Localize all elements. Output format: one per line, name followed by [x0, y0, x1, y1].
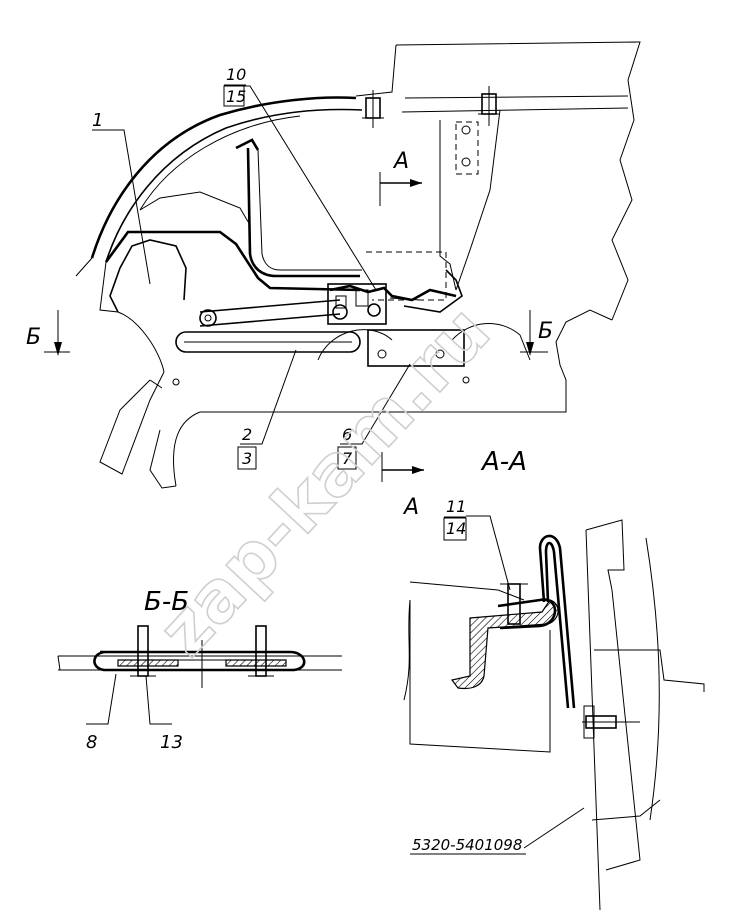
callout-2: 2 [242, 425, 252, 444]
view-bb-title: Б-Б [144, 587, 189, 617]
callout-10: 10 [226, 65, 246, 84]
section-a-marker-bottom: А [402, 495, 419, 520]
main-view [44, 41, 641, 489]
section-a-marker-top: А [392, 149, 409, 174]
section-b-marker-left: Б [26, 325, 41, 350]
callout-11: 11 [446, 497, 466, 516]
callout-6: 6 [342, 425, 352, 444]
callout-3: 3 [242, 449, 252, 468]
top-bolt-right [478, 86, 500, 126]
callout-14: 14 [446, 519, 466, 538]
callout-13: 13 [160, 732, 183, 753]
callout-7: 7 [342, 449, 353, 468]
section-aa-view [403, 515, 705, 911]
callout-8: 8 [86, 732, 97, 753]
callout-1: 1 [92, 110, 103, 131]
part-number: 5320-5401098 [412, 836, 522, 854]
view-aa-title: А-А [480, 447, 527, 477]
section-bb-view [57, 625, 342, 725]
top-bolt-left [362, 90, 384, 128]
section-b-marker-right: Б [538, 319, 553, 344]
watermark: zap-kam.ru [142, 290, 505, 671]
callout-15: 15 [226, 87, 246, 106]
hinge-mechanism [327, 269, 463, 325]
